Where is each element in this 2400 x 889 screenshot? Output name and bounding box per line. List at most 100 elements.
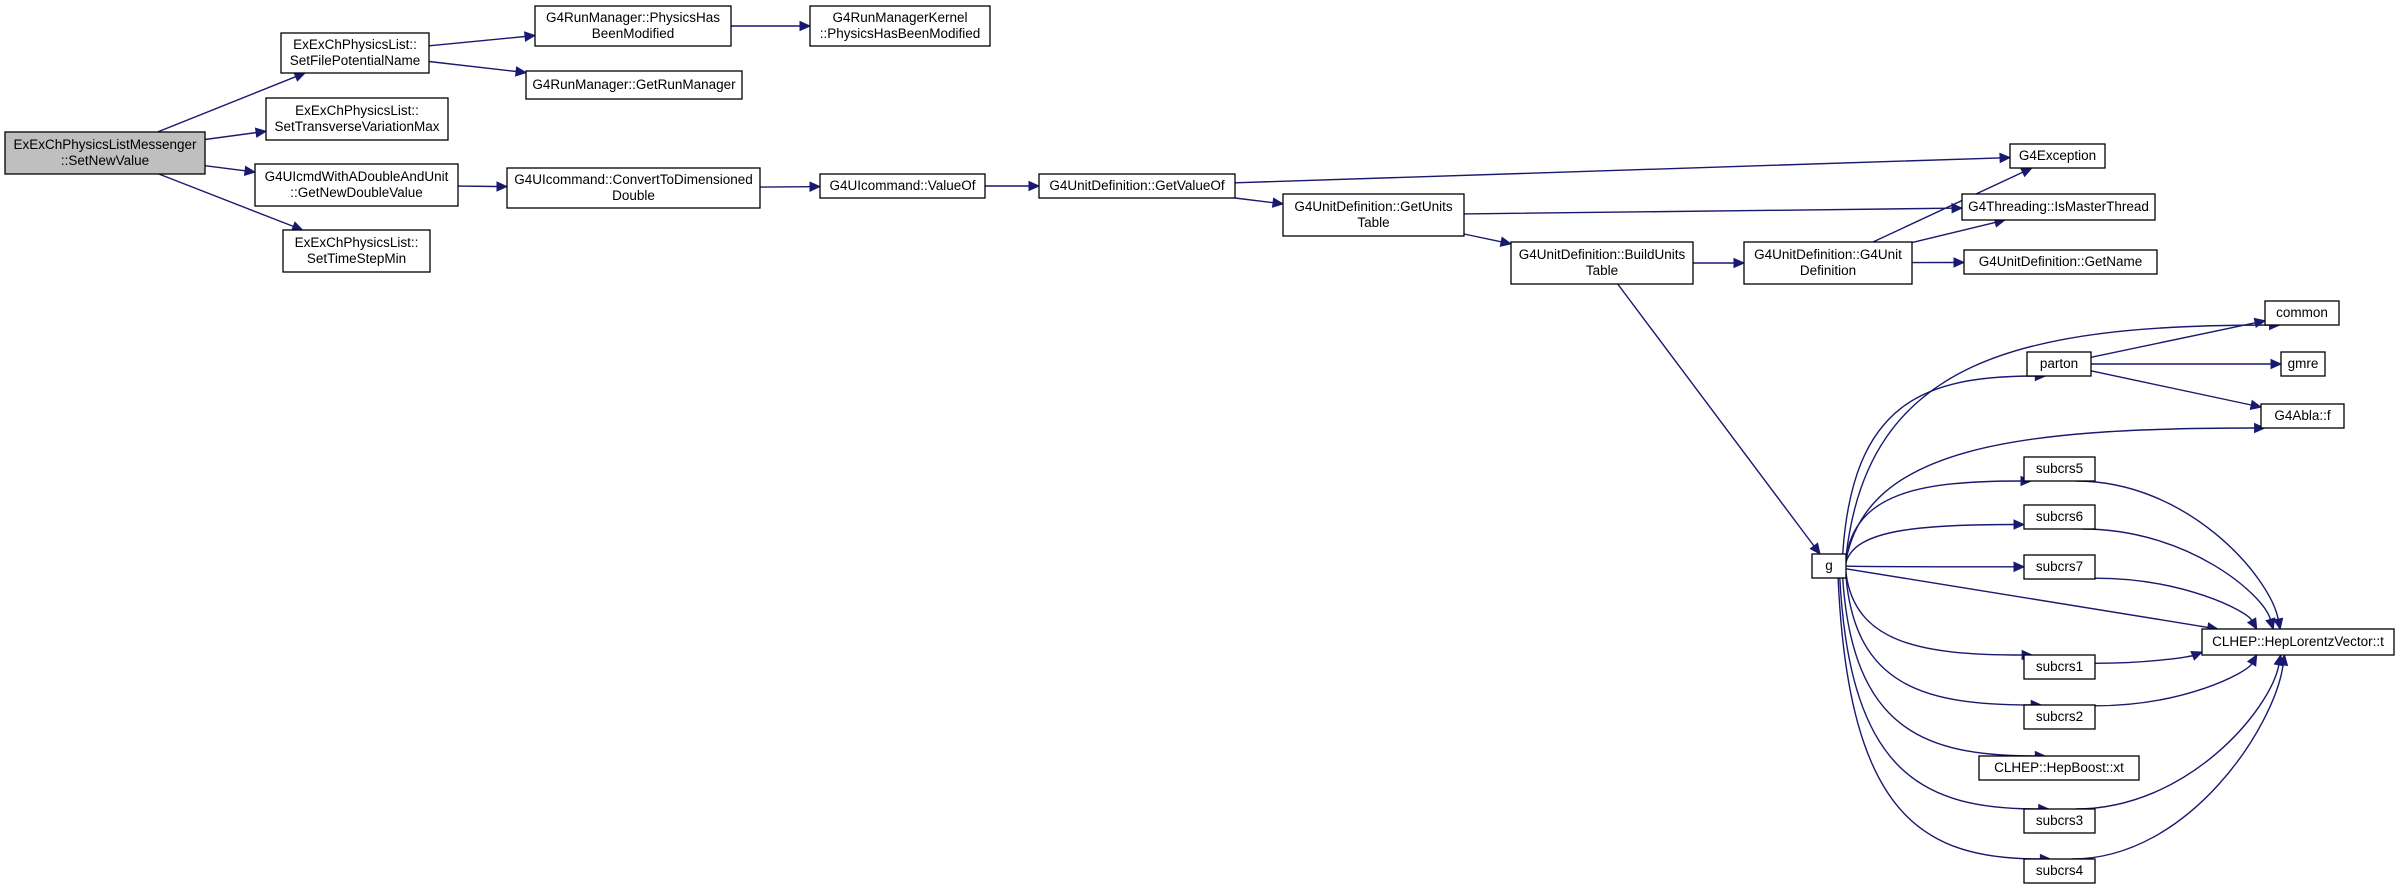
node-label: G4Abla::f [2274,408,2331,423]
node-label: subcrs1 [2036,659,2083,674]
node-label: SetTimeStepMin [307,251,406,266]
edge-line [1911,221,1996,244]
node-label: Table [1357,215,1389,230]
arrowhead-icon [1271,197,1285,208]
edge-line [1845,568,2209,629]
node-gmre[interactable]: gmre [2280,351,2326,377]
edge-line [1845,324,2270,557]
arrowhead-icon [254,127,268,138]
node-udgn[interactable]: G4UnitDefinition::GetName [1963,249,2158,275]
node-valof[interactable]: G4UIcommand::ValueOf [819,173,986,199]
arrowhead-icon [1499,236,1513,247]
node-label: common [2276,305,2328,320]
edge-valof-to-udgvo [985,180,1041,192]
node-sfpn[interactable]: ExExChPhysicsList::SetFilePotentialName [280,32,430,74]
node-s3[interactable]: subcrs3 [2023,808,2096,834]
node-stsm[interactable]: ExExChPhysicsList::SetTimeStepMin [282,229,431,273]
node-label: G4UnitDefinition::BuildUnits [1519,247,1686,262]
node-label: G4Exception [2019,148,2096,163]
node-stvm[interactable]: ExExChPhysicsList::SetTransverseVariatio… [265,97,449,141]
edge-parton-to-ablaf [2090,370,2263,411]
node-box [819,173,986,199]
node-parton[interactable]: parton [2026,351,2092,377]
node-udctor[interactable]: G4UnitDefinition::G4UnitDefinition [1743,241,1913,285]
node-ablaf[interactable]: G4Abla::f [2260,403,2345,429]
node-label: G4UnitDefinition::GetName [1979,254,2143,269]
edge-line [1845,480,2022,559]
arrowhead-icon [799,20,812,32]
node-box [534,5,732,47]
edge-line [1845,565,2015,568]
node-label: Definition [1800,263,1856,278]
node-label: SetFilePotentialName [290,53,421,68]
edge-udgvo-to-g4exc [1234,152,2012,184]
node-hbxt[interactable]: CLHEP::HepBoost::xt [1978,755,2140,781]
edge-g-to-s6 [1845,519,2026,563]
node-s7[interactable]: subcrs7 [2023,554,2096,580]
node-s2[interactable]: subcrs2 [2023,704,2096,730]
node-g[interactable]: g [1811,553,1847,579]
edge-sfpn-to-rmgrm [428,60,528,77]
arrowhead-icon [2253,317,2267,329]
arrowhead-icon [2013,561,2026,573]
node-label: ExExChPhysicsListMessenger [13,137,197,152]
node-box [2280,351,2326,377]
edge-line [1842,577,2036,757]
node-box [265,97,449,141]
edge-line [1463,207,1953,215]
arrowhead-icon [2249,399,2263,411]
edge-rmphm-to-rmkphm [731,20,812,32]
node-hlvt[interactable]: CLHEP::HepLorentzVector::t [2201,628,2395,656]
edge-line [204,165,246,172]
edge-line [1845,577,2032,706]
node-udgvo[interactable]: G4UnitDefinition::GetValueOf [1038,173,1236,199]
node-label: G4UIcmdWithADoubleAndUnit [265,169,449,184]
arrowhead-icon [1028,180,1041,192]
edge-line [2082,528,2272,620]
edge-line [2094,663,2253,707]
edge-line [428,60,517,73]
node-s6[interactable]: subcrs6 [2023,504,2096,530]
node-ismt[interactable]: G4Threading::IsMasterThread [1961,193,2156,221]
node-s1[interactable]: subcrs1 [2023,654,2096,680]
arrowhead-icon [1951,202,1964,214]
node-box [2023,858,2096,884]
edge-root-to-stvm [204,127,268,141]
edge-g-to-hbxt [1842,577,2047,762]
node-s4[interactable]: subcrs4 [2023,858,2096,884]
edge-line [1837,577,2041,860]
arrowhead-icon [2190,650,2204,661]
node-box [2023,654,2096,680]
node-box [2201,628,2395,656]
edge-s6-to-hlvt [2082,528,2276,631]
node-root[interactable]: ExExChPhysicsListMessenger::SetNewValue [4,131,206,175]
edge-line [1845,523,2015,563]
node-label: CLHEP::HepLorentzVector::t [2212,634,2384,649]
node-label: G4UIcommand::ValueOf [829,178,975,193]
node-gndv[interactable]: G4UIcmdWithADoubleAndUnit::GetNewDoubleV… [254,163,459,207]
node-common[interactable]: common [2264,300,2340,326]
arrowhead-icon [496,181,509,192]
edge-udgut-to-udbut [1463,233,1513,247]
node-label: Table [1586,263,1618,278]
node-box [2023,704,2096,730]
node-g4exc[interactable]: G4Exception [2009,143,2106,169]
arrowhead-icon [1999,152,2012,164]
node-label: gmre [2288,356,2319,371]
node-rmgrm[interactable]: G4RunManager::GetRunManager [525,70,743,100]
node-rmkphm[interactable]: G4RunManagerKernel::PhysicsHasBeenModifi… [809,5,991,47]
edge-udctor-to-ismt [1911,217,2007,244]
arrowhead-icon [1953,257,1966,268]
node-s5[interactable]: subcrs5 [2023,456,2096,482]
node-label: ::SetNewValue [61,153,149,168]
nodes-layer: ExExChPhysicsListMessenger::SetNewValueE… [4,5,2395,884]
arrowhead-icon [2020,167,2033,178]
edge-g-to-s1 [1845,573,2034,661]
arrowhead-icon [2246,617,2258,631]
node-rmphm[interactable]: G4RunManager::PhysicsHasBeenModified [534,5,732,47]
edge-s4-to-hlvt [2071,653,2289,860]
node-box [280,32,430,74]
